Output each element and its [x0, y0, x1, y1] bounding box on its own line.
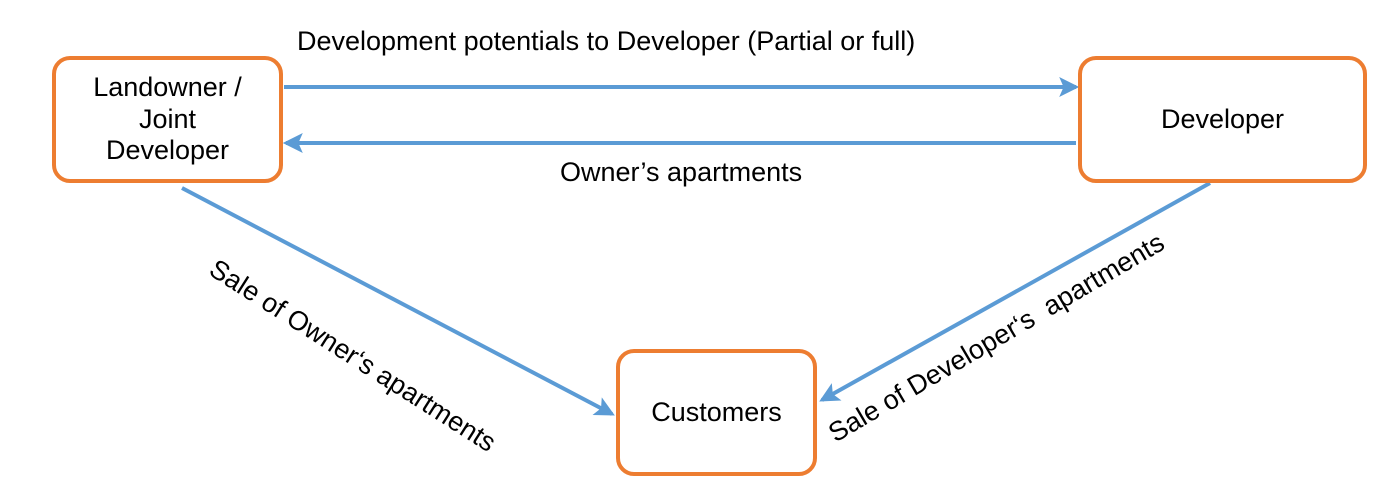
node-customers-label: Customers [651, 396, 782, 427]
node-developer[interactable]: Developer [1078, 56, 1367, 183]
node-landowner-label: Landowner / Joint Developer [93, 72, 242, 166]
edge-label-owners-apartments: Owner’s apartments [560, 157, 803, 187]
edge-arrow-sale-developers-apartments [819, 181, 1211, 402]
node-customers[interactable]: Customers [616, 349, 817, 476]
edge-label-development-potentials: Development potentials to Developer (Par… [297, 26, 916, 56]
edge-arrow-sale-owners-apartments [181, 186, 615, 416]
node-developer-label: Developer [1160, 103, 1285, 134]
node-landowner[interactable]: Landowner / Joint Developer [52, 56, 283, 183]
edge-lines-group [181, 77, 1211, 416]
